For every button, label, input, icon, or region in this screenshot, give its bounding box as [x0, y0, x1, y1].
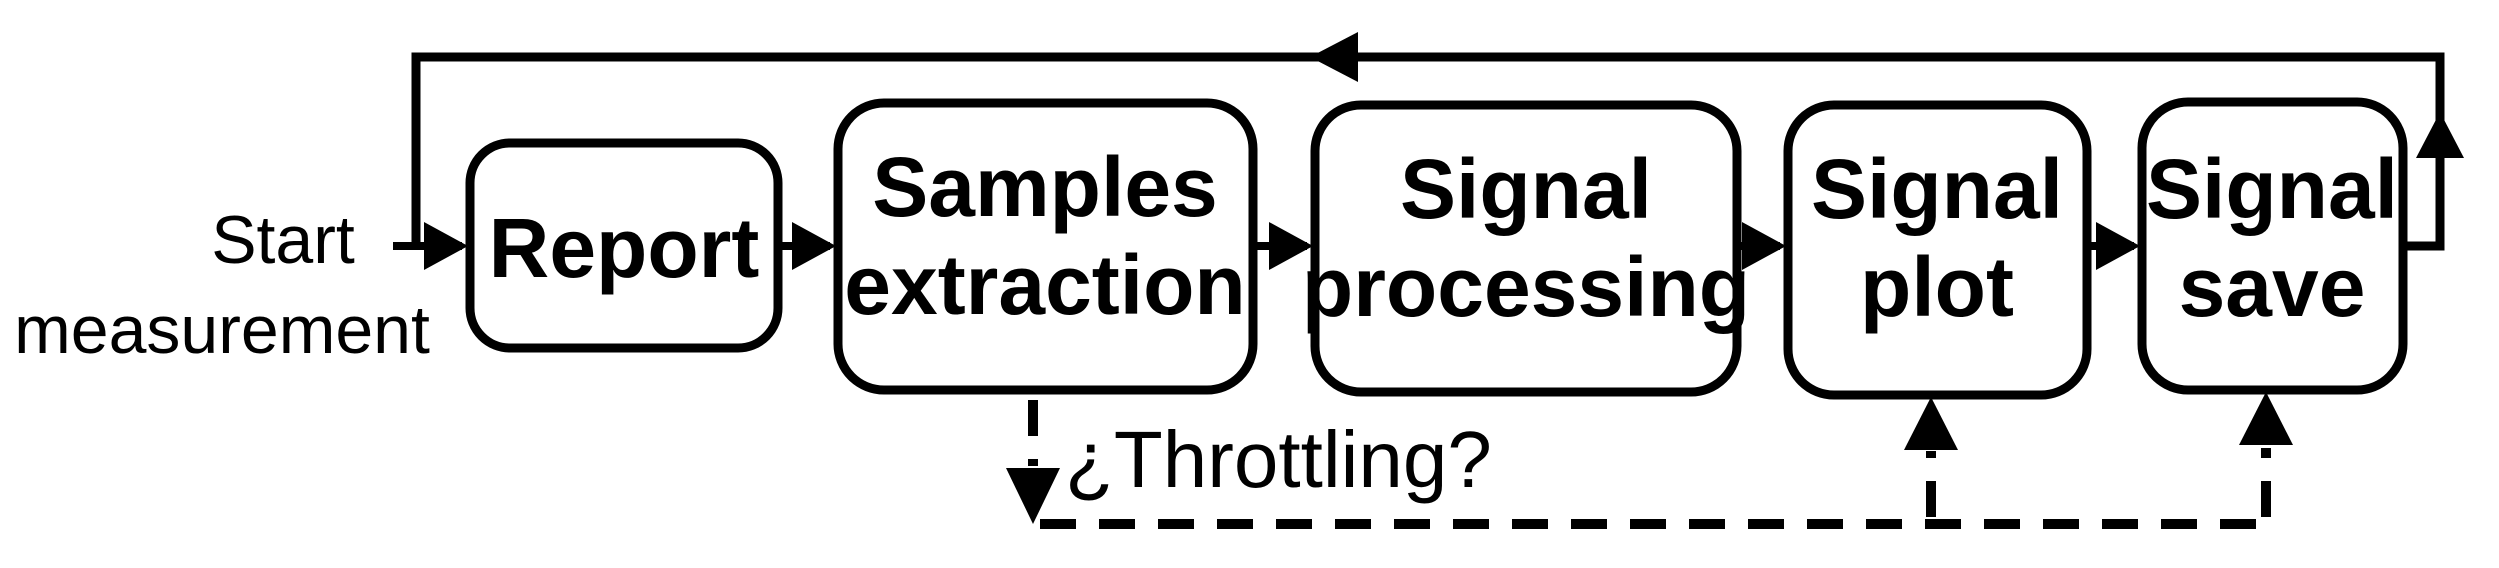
node-report: Report	[465, 138, 783, 353]
node-signal-processing-box	[1310, 100, 1742, 397]
start-label-line2: measurement	[14, 292, 430, 368]
start-annotation: Start measurement	[14, 202, 430, 368]
arrowhead-start-to-report-icon	[424, 222, 468, 270]
node-signal-plot-label-line2: plot	[1860, 240, 2014, 334]
node-signal-plot: Signal plot	[1783, 100, 2092, 400]
node-samples-extraction-box	[833, 98, 1258, 395]
node-signal-save-label-line2: save	[2179, 240, 2366, 334]
node-samples-extraction-label-line2: extraction	[844, 238, 1245, 332]
arrowhead-left-feedback-icon	[1310, 32, 1358, 82]
arrowhead-throttling-to-plot-icon	[1904, 397, 1958, 450]
arrowhead-report-to-samples-icon	[792, 222, 836, 270]
arrowhead-throttling-to-save-icon	[2239, 392, 2293, 445]
node-report-box	[465, 138, 783, 353]
arrowhead-plot-to-save-icon	[2096, 222, 2140, 270]
node-signal-plot-label-line1: Signal	[1811, 142, 2063, 236]
throttling-annotation: ¿Throttling?	[1065, 415, 1492, 504]
node-report-label: Report	[489, 201, 760, 295]
arrowhead-up-feedback-icon	[2416, 112, 2464, 158]
node-signal-processing: Signal processing	[1302, 100, 1750, 397]
node-signal-processing-label-line2: processing	[1302, 240, 1750, 334]
node-signal-processing-label-line1: Signal	[1400, 142, 1652, 236]
node-signal-plot-box	[1783, 100, 2092, 400]
arrowhead-samples-to-processing-icon	[1269, 222, 1313, 270]
node-signal-save: Signal save	[2137, 97, 2408, 395]
node-signal-save-box	[2137, 97, 2408, 395]
start-label-line1: Start	[211, 202, 355, 278]
node-signal-save-label-line1: Signal	[2146, 142, 2398, 236]
edge-feedback-loop	[411, 52, 2445, 251]
arrowhead-processing-to-plot-icon	[1742, 222, 1786, 270]
arrowhead-throttling-down-icon	[1006, 468, 1060, 524]
node-samples-extraction-label-line1: Samples	[872, 140, 1218, 234]
node-samples-extraction: Samples extraction	[833, 98, 1258, 395]
